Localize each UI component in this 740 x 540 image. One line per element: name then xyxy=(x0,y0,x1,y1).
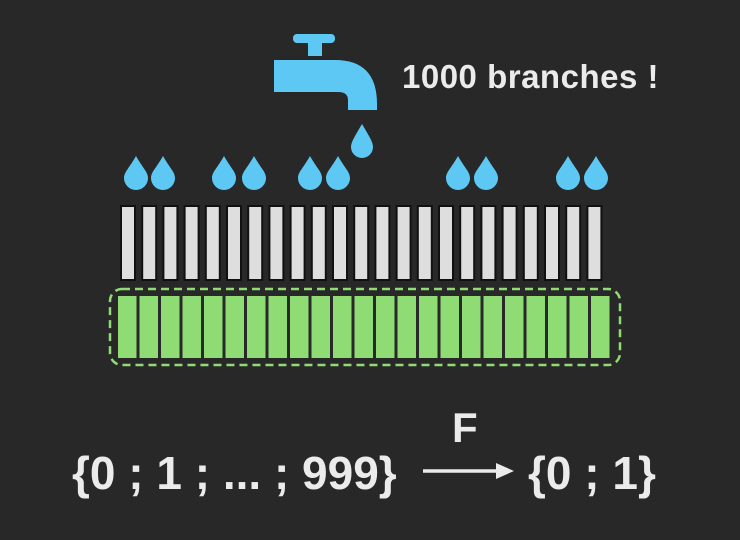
leaf-bar xyxy=(526,296,545,358)
leaf-bar xyxy=(290,296,309,358)
branch-bar xyxy=(289,205,306,281)
leaf-bars xyxy=(118,296,610,358)
leaf-bar xyxy=(462,296,481,358)
water-drop-icon xyxy=(151,156,175,190)
branch-bar xyxy=(204,205,221,281)
water-drop-icon xyxy=(584,156,608,190)
mapping-arrow xyxy=(423,463,514,479)
codomain-set: {0 ; 1} xyxy=(528,447,656,499)
branch-bar xyxy=(183,205,200,281)
branch-bars xyxy=(120,205,603,281)
leaf-bar xyxy=(161,296,180,358)
branch-bar xyxy=(522,205,539,281)
leaf-bar xyxy=(548,296,567,358)
leaf-bar xyxy=(225,296,244,358)
branch-bar xyxy=(586,205,603,281)
leaf-bar xyxy=(440,296,459,358)
branch-bar xyxy=(268,205,285,281)
branch-bar xyxy=(544,205,560,281)
leaf-bar xyxy=(139,296,158,358)
water-drops xyxy=(124,156,608,190)
leaf-bar xyxy=(268,296,287,358)
water-drop-icon xyxy=(298,156,322,190)
branch-bar xyxy=(141,205,158,281)
branch-bar xyxy=(438,205,454,281)
water-drop-icon xyxy=(212,156,236,190)
branch-bar xyxy=(565,205,582,281)
branch-bar xyxy=(395,205,412,281)
water-drop-icon xyxy=(351,124,373,158)
branch-bar xyxy=(247,205,264,281)
leaf-bar xyxy=(376,296,395,358)
branch-bar xyxy=(226,205,242,281)
water-drop-icon xyxy=(556,156,580,190)
branch-bar xyxy=(120,205,136,281)
leaf-bar xyxy=(505,296,524,358)
water-drop-icon xyxy=(242,156,266,190)
faucet-icon xyxy=(274,34,377,110)
leaf-bar xyxy=(182,296,201,358)
leaf-bar xyxy=(591,296,610,358)
water-drop-icon xyxy=(474,156,498,190)
branch-bar xyxy=(501,205,518,281)
water-drop-icon xyxy=(124,156,148,190)
domain-set: {0 ; 1 ; ... ; 999} xyxy=(72,447,397,499)
water-drop-icon xyxy=(446,156,470,190)
branch-bar xyxy=(480,205,497,281)
leaf-bar xyxy=(419,296,438,358)
leaf-bar xyxy=(204,296,223,358)
branch-bar xyxy=(162,205,179,281)
branch-bar xyxy=(310,205,327,281)
branch-bar xyxy=(353,205,370,281)
leaf-bar xyxy=(247,296,266,358)
water-drop-icon xyxy=(326,156,350,190)
function-label: F xyxy=(452,404,478,451)
caption-text: 1000 branches ! xyxy=(402,58,659,95)
branch-bar xyxy=(332,205,348,281)
branch-bar xyxy=(374,205,391,281)
leaf-bar xyxy=(311,296,330,358)
leaf-bar xyxy=(333,296,352,358)
leaf-bar xyxy=(569,296,588,358)
leaf-group-border xyxy=(108,287,622,367)
branch-bar xyxy=(416,205,433,281)
branch-bar xyxy=(459,205,476,281)
leaf-bar xyxy=(397,296,416,358)
leaf-bar xyxy=(118,296,137,358)
leaf-bar xyxy=(483,296,502,358)
leaf-bar xyxy=(354,296,373,358)
